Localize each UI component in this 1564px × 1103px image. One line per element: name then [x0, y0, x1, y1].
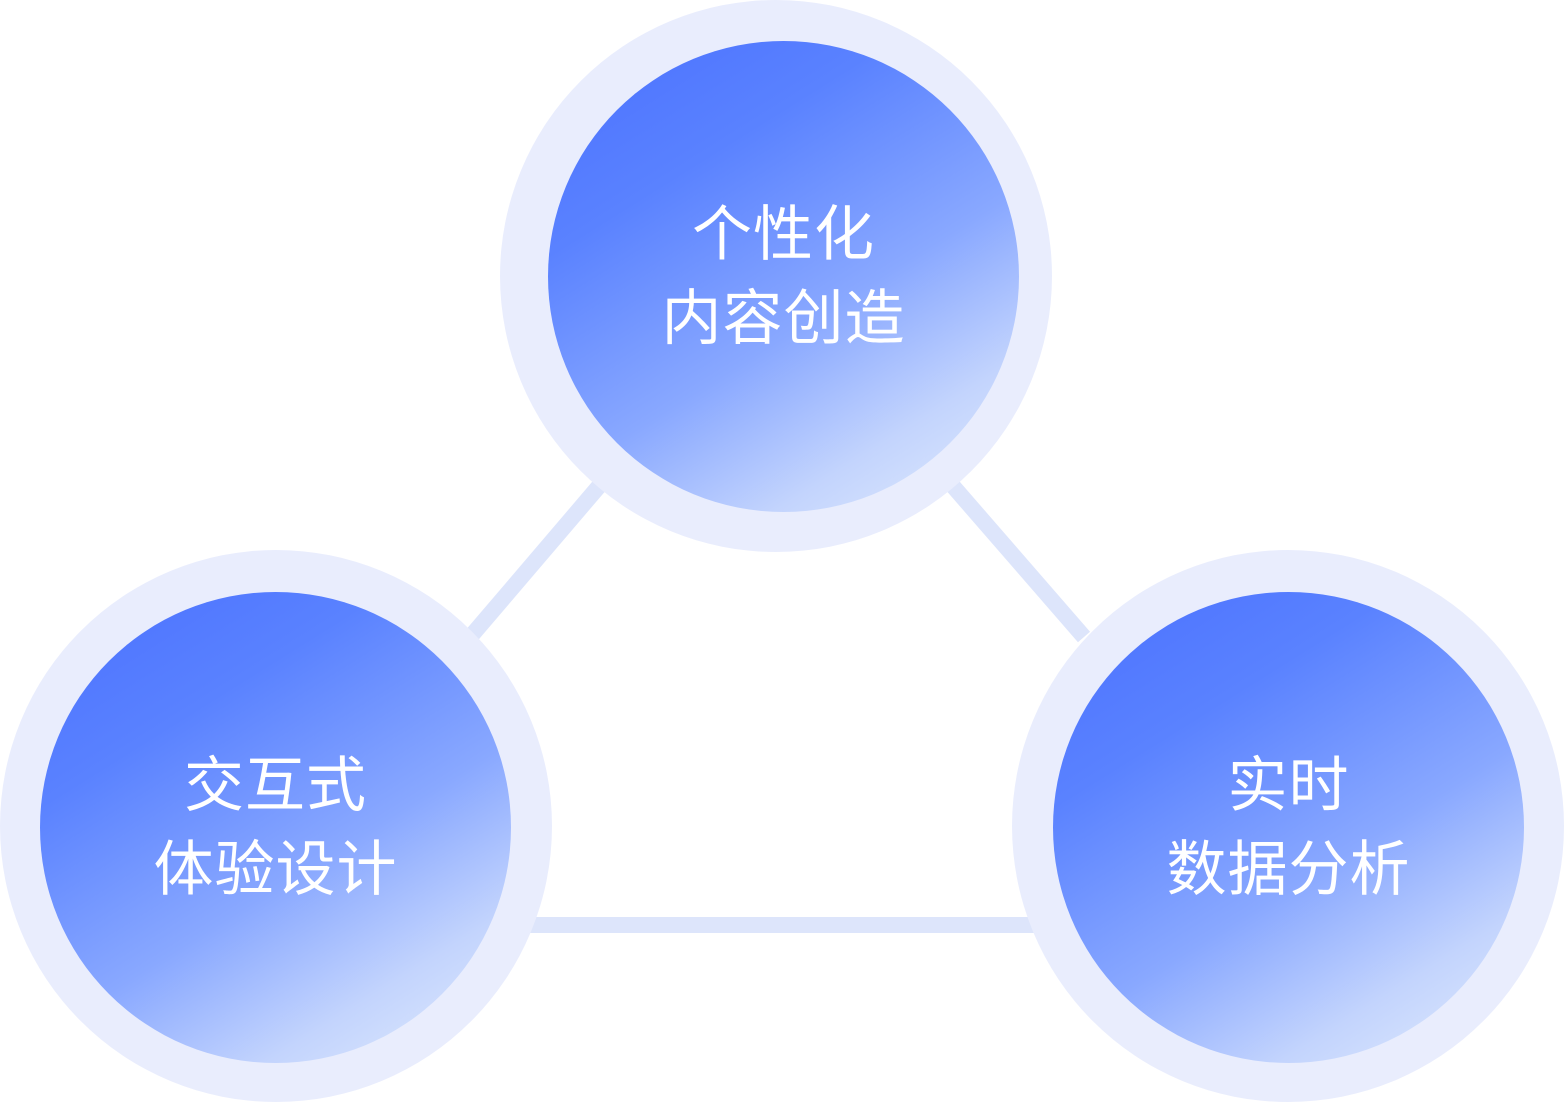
node-label-line2: 体验设计 — [153, 834, 398, 905]
node-personalized-content: 个性化 内容创造 — [500, 0, 1052, 552]
node-label-line1: 实时 — [1227, 750, 1350, 821]
node-label-line2: 内容创造 — [661, 283, 906, 354]
connector-top-right — [945, 479, 1091, 643]
node-label: 个性化 内容创造 — [662, 193, 906, 361]
node-label-line1: 交互式 — [184, 750, 367, 821]
node-label: 交互式 体验设计 — [154, 744, 398, 912]
node-circle: 交互式 体验设计 — [40, 592, 511, 1063]
node-label-line2: 数据分析 — [1166, 834, 1411, 905]
connector-top-left — [465, 479, 607, 641]
node-circle: 个性化 内容创造 — [548, 41, 1019, 512]
node-label-line1: 个性化 — [692, 199, 875, 270]
node-interactive-experience: 交互式 体验设计 — [0, 550, 552, 1102]
node-realtime-analytics: 实时 数据分析 — [1012, 550, 1564, 1102]
node-label: 实时 数据分析 — [1167, 744, 1411, 912]
node-circle: 实时 数据分析 — [1053, 592, 1524, 1063]
